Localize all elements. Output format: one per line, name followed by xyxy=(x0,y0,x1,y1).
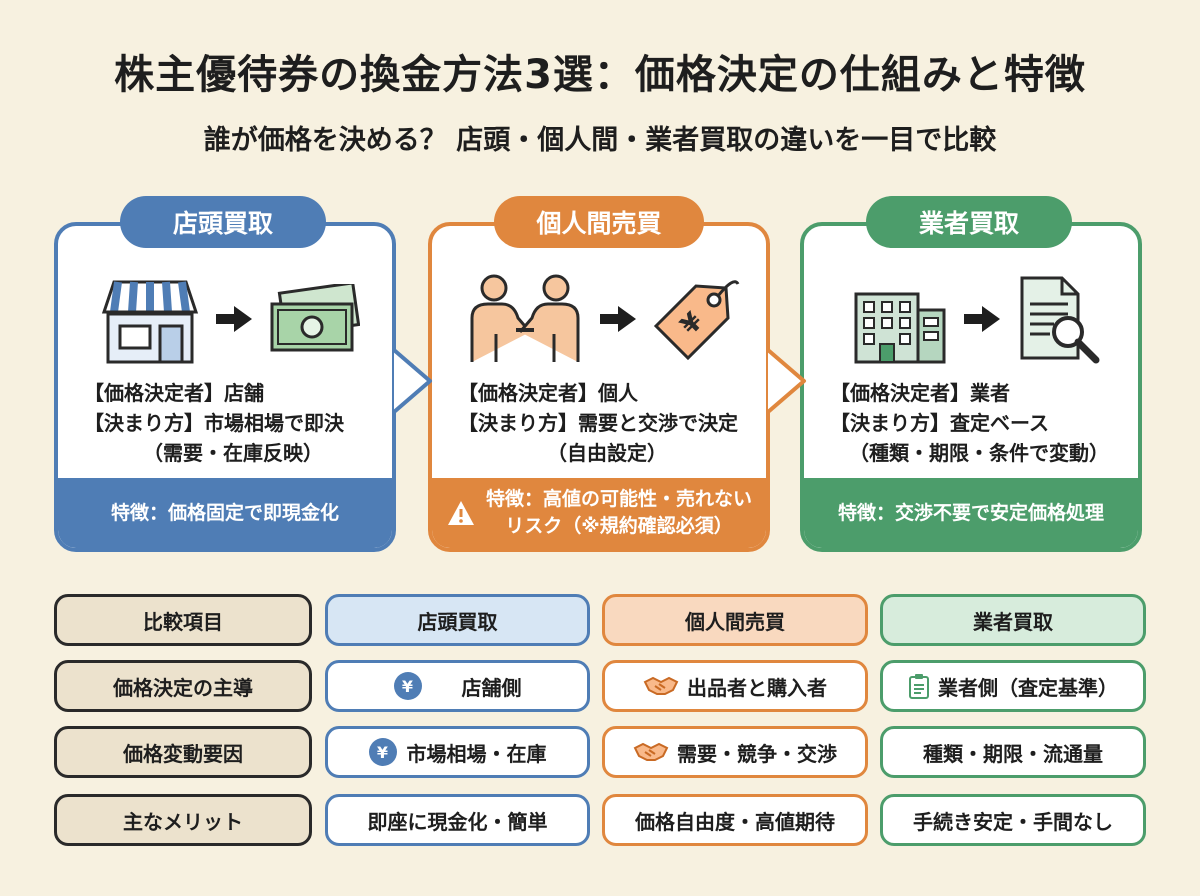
decider-text: 【価格決定者】店舗 xyxy=(84,381,264,405)
table-cell: ¥ 市場相場・在庫 xyxy=(325,726,590,778)
row-label: 価格変動要因 xyxy=(54,726,312,778)
table-cell: 需要・競争・交渉 xyxy=(602,726,868,778)
panel-personal-trade: ¥ 【価格決定者】個人 【決まり方】需要と交渉で決定 （自由設定） 特徴：高値の… xyxy=(428,222,770,552)
table-cell: 業者側（査定基準） xyxy=(880,660,1146,712)
row-label: 主なメリット xyxy=(54,794,312,846)
row-label: 価格決定の主導 xyxy=(54,660,312,712)
chevron-right-icon xyxy=(392,348,432,414)
chevron-right-icon xyxy=(766,348,806,414)
page-title: 株主優待券の換金方法3選：価格決定の仕組みと特徴 xyxy=(114,52,1086,98)
feature-text-line2: リスク（※規約確認必須） xyxy=(505,515,733,537)
table-header-dealer: 業者買取 xyxy=(880,594,1146,646)
table-header-store: 店頭買取 xyxy=(325,594,590,646)
cell-text: 即座に現金化・簡単 xyxy=(367,809,548,834)
cell-text: 市場相場・在庫 xyxy=(406,741,547,766)
yen-icon: ¥ xyxy=(368,738,397,766)
clipboard-icon xyxy=(909,674,929,699)
feature-text: 特徴：交渉不要で安定価格処理 xyxy=(837,501,1104,524)
document-search-icon xyxy=(1020,276,1100,364)
cash-icon xyxy=(270,284,360,352)
arrow-right-icon xyxy=(964,306,1000,332)
office-building-icon xyxy=(854,292,946,364)
arrow-right-icon xyxy=(216,306,252,332)
method-text: 【決まり方】市場相場で即決 xyxy=(84,411,344,435)
feature-footer: 特徴：交渉不要で安定価格処理 xyxy=(804,478,1138,548)
method-note: （種類・期限・条件で変動） xyxy=(849,441,1109,465)
table-cell: 出品者と購入者 xyxy=(602,660,868,712)
page-subtitle: 誰が価格を決める？ 店頭・個人間・業者買取の違いを一目で比較 xyxy=(203,125,997,156)
feature-footer: 特徴：高値の可能性・売れない リスク（※規約確認必須） xyxy=(432,478,766,548)
panel-label-store: 店頭買取 xyxy=(120,196,326,248)
decider-text: 【価格決定者】業者 xyxy=(830,381,1010,405)
yen-price-tag-icon: ¥ xyxy=(653,280,740,361)
warning-icon xyxy=(447,501,474,525)
table-cell: 手続き安定・手間なし xyxy=(880,794,1146,846)
cell-text: 手続き安定・手間なし xyxy=(913,809,1113,834)
feature-text: 特徴：価格固定で即現金化 xyxy=(110,501,339,524)
method-text: 【決まり方】査定ベース xyxy=(830,411,1049,435)
cell-text: 業者側（査定基準） xyxy=(938,675,1118,700)
table-cell: 価格自由度・高値期待 xyxy=(602,794,868,846)
table-cell: 種類・期限・流通量 xyxy=(880,726,1146,778)
cell-text: 価格自由度・高値期待 xyxy=(635,809,835,834)
table-cell: ¥ 店舗側 xyxy=(325,660,590,712)
method-note: （自由設定） xyxy=(547,441,667,465)
handshake-icon xyxy=(633,742,669,761)
table-cell: 即座に現金化・簡単 xyxy=(325,794,590,846)
arrow-right-icon xyxy=(600,306,636,332)
cell-text: 種類・期限・流通量 xyxy=(923,741,1103,766)
handshake-icon xyxy=(643,676,679,695)
cell-text: 店舗側 xyxy=(461,675,522,700)
people-handshake-icon xyxy=(470,274,580,362)
decider-text: 【価格決定者】個人 xyxy=(458,381,638,405)
cell-text: 需要・競争・交渉 xyxy=(677,741,837,766)
yen-icon: ¥ xyxy=(393,672,422,700)
feature-text-line1: 特徴：高値の可能性・売れない xyxy=(485,488,752,510)
panel-store-purchase: 【価格決定者】店舗 【決まり方】市場相場で即決 （需要・在庫反映） 特徴：価格固… xyxy=(54,222,396,552)
feature-footer: 特徴：価格固定で即現金化 xyxy=(58,478,392,548)
storefront-icon xyxy=(101,280,199,364)
panel-label-dealer: 業者買取 xyxy=(866,196,1072,248)
method-note: （需要・在庫反映） xyxy=(143,441,323,465)
panel-dealer-purchase: 【価格決定者】業者 【決まり方】査定ベース （種類・期限・条件で変動） 特徴：交… xyxy=(800,222,1142,552)
method-text: 【決まり方】需要と交渉で決定 xyxy=(458,411,738,435)
cell-text: 出品者と購入者 xyxy=(687,675,827,700)
table-header-item: 比較項目 xyxy=(54,594,312,646)
table-header-personal: 個人間売買 xyxy=(602,594,868,646)
panel-label-personal: 個人間売買 xyxy=(494,196,704,248)
